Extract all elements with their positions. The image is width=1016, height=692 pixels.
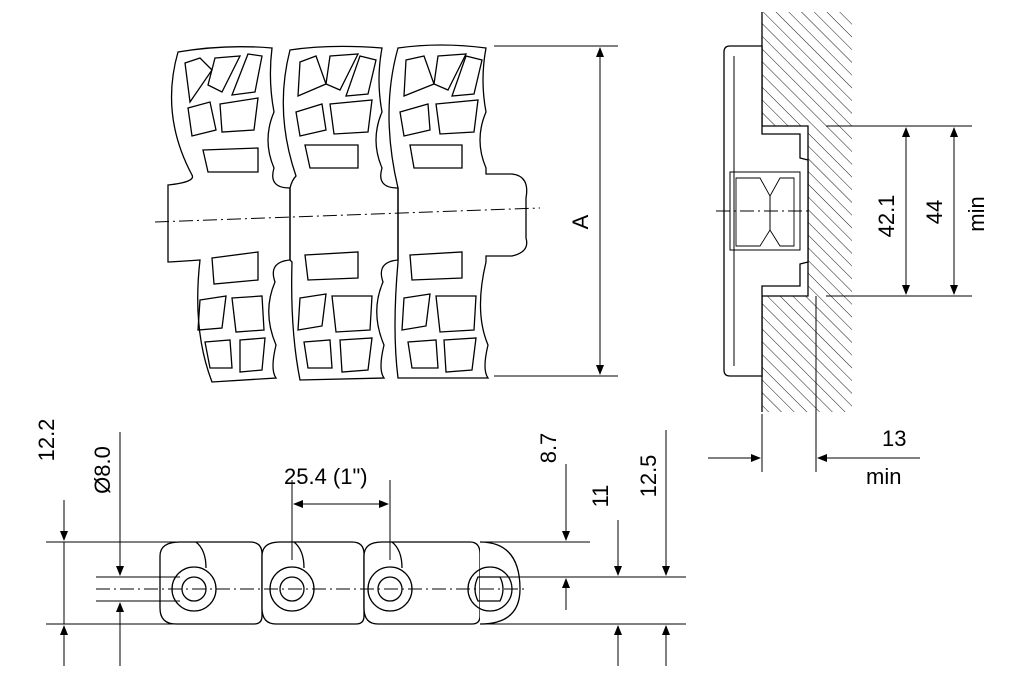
label-11: 11	[588, 485, 613, 508]
dimension-bottom-left	[46, 432, 180, 666]
label-44: 44	[922, 200, 947, 224]
link-2	[261, 541, 365, 625]
label-44-min: min	[964, 196, 989, 231]
label-pitch: 25.4 (1")	[284, 464, 368, 489]
chain-module-1	[167, 46, 291, 383]
dimension-pitch	[291, 480, 391, 560]
label-8-7: 8.7	[536, 433, 561, 464]
label-12-5: 12.5	[636, 455, 661, 498]
dimension-guide	[826, 125, 972, 297]
link-3	[363, 541, 481, 625]
label-12-2: 12.2	[34, 419, 59, 462]
label-42-1: 42.1	[874, 195, 899, 238]
top-view-chain	[154, 44, 541, 383]
dimension-a	[494, 45, 618, 377]
guide-side-view	[716, 12, 852, 412]
label-pin-diameter: Ø8.0	[90, 446, 115, 494]
chain-module-2	[282, 45, 399, 381]
chain-module-3	[388, 44, 528, 379]
label-13-min: min	[866, 464, 901, 489]
dimension-offset	[708, 296, 920, 472]
link-1	[159, 541, 263, 625]
label-a: A	[568, 214, 593, 229]
dimension-bottom-right	[480, 430, 686, 666]
bottom-view-chain	[96, 541, 528, 625]
label-13: 13	[882, 426, 906, 451]
